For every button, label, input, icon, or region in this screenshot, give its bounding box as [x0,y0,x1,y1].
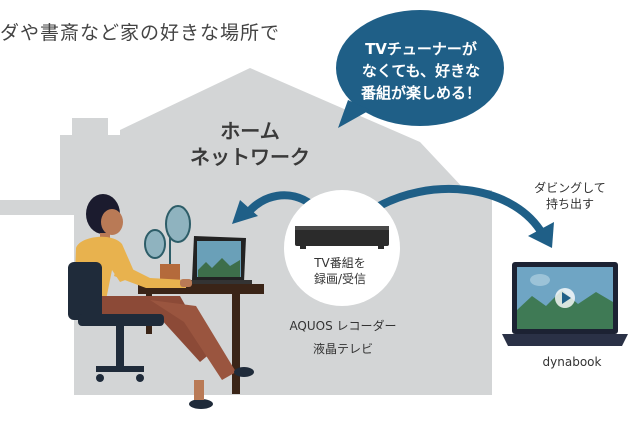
heading-text: ダや書斎など家の好きな場所で [0,22,281,44]
bubble-line-1: TVチューナーが [365,40,477,58]
arrow-to-home-laptop [232,191,316,224]
recorder-device-line-1: AQUOS レコーダー [289,319,397,333]
recorder-circle [284,190,400,306]
chair-icon [68,262,164,382]
arrow-to-dynabook [368,184,554,248]
dubbing-line-2: 持ち出す [545,197,594,211]
recorder-action-line-1: TV番組を [314,256,366,270]
bubble-line-2: なくても、好きな [361,62,481,80]
speech-bubble [336,10,504,128]
bubble-text: TVチューナーが なくても、好きな 番組が楽しめる！ [336,38,506,104]
bubble-line-3: 番組が楽しめる！ [360,84,481,102]
play-icon [555,288,575,308]
laptop-icon [502,262,628,346]
home-network-label: ホーム ネットワーク [170,118,330,170]
recorder-icon [295,226,389,249]
recorder-action-line-2: 録画/受信 [313,272,367,286]
home-laptop-icon [186,236,252,284]
person-icon [74,194,254,409]
dubbing-line-1: ダビングして [534,181,606,195]
home-network-line-1: ホーム [220,119,280,143]
recorder-device-line-2: 液晶テレビ [312,342,373,356]
home-network-line-2: ネットワーク [190,145,310,169]
dubbing-label: ダビングして 持ち出す [520,180,620,212]
recorder-action-label: TV番組を 録画/受信 [290,255,390,287]
recorder-device-label: AQUOS レコーダー 液晶テレビ [268,315,418,361]
dynabook-label: dynabook [542,355,602,369]
